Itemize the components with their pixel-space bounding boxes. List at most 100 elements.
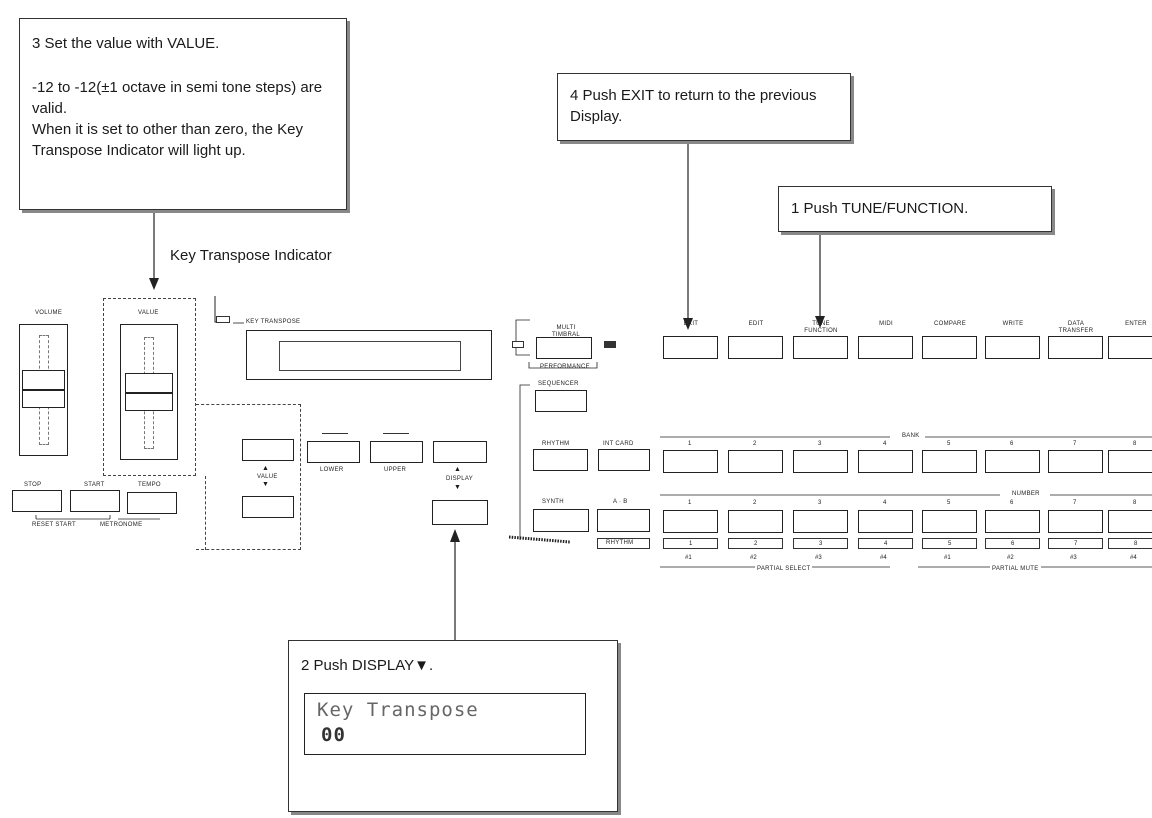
rhythm-label: RHYTHM xyxy=(542,441,570,447)
bank-2-button[interactable] xyxy=(728,450,783,473)
value-button-highlight xyxy=(196,404,301,550)
partial-7-button[interactable]: 7 xyxy=(1048,538,1103,549)
partial-5-button[interactable]: 5 xyxy=(922,538,977,549)
rhythm-button[interactable] xyxy=(533,449,588,471)
top-button-label: EXIT xyxy=(683,321,699,327)
bank-number-label: 1 xyxy=(688,441,692,447)
value-highlight-box xyxy=(103,298,196,476)
bank-7-button[interactable] xyxy=(1048,450,1103,473)
rhythm-small-button[interactable]: RHYTHM xyxy=(597,538,650,549)
number-1-button[interactable] xyxy=(663,510,718,533)
callout-step1-text: 1 Push TUNE/FUNCTION. xyxy=(791,200,969,217)
bank-3-button[interactable] xyxy=(793,450,848,473)
bank-6-button[interactable] xyxy=(985,450,1040,473)
volume-knob[interactable] xyxy=(22,370,65,390)
bank-4-button[interactable] xyxy=(858,450,913,473)
sequencer-button[interactable] xyxy=(535,390,587,412)
value-slider-label: VALUE xyxy=(138,310,159,316)
write-button[interactable] xyxy=(985,336,1040,359)
reset-start-label: RESET START xyxy=(32,522,76,528)
value-up-button[interactable] xyxy=(242,439,294,461)
bank-number-label: 2 xyxy=(753,441,757,447)
multi-timbral-button[interactable] xyxy=(536,337,592,359)
number-3-button[interactable] xyxy=(793,510,848,533)
partial-1-button[interactable]: 1 xyxy=(663,538,718,549)
partial-index-label: #4 xyxy=(1130,555,1137,561)
partial-number-label: 5 xyxy=(948,541,952,547)
bank-1-button[interactable] xyxy=(663,450,718,473)
volume-label: VOLUME xyxy=(35,310,63,316)
exit-button[interactable] xyxy=(663,336,718,359)
data-transfer-button[interactable] xyxy=(1048,336,1103,359)
number-5-button[interactable] xyxy=(922,510,977,533)
partial-2-button[interactable]: 2 xyxy=(728,538,783,549)
partial-4-button[interactable]: 4 xyxy=(858,538,913,549)
synth-label: SYNTH xyxy=(542,499,564,505)
number-label: NUMBER xyxy=(1010,491,1042,497)
partial-index-label: #3 xyxy=(1070,555,1077,561)
partial-number-label: 3 xyxy=(819,541,823,547)
lower-indicator xyxy=(322,433,348,437)
top-button-label: WRITE xyxy=(1002,321,1024,327)
callout-step3-indicator-note: When it is set to other than zero, the K… xyxy=(32,121,303,159)
partial-index-label: #3 xyxy=(815,555,822,561)
tune-function-button[interactable] xyxy=(793,336,848,359)
top-button-label: DATA TRANSFER xyxy=(1058,321,1094,334)
number-2-button[interactable] xyxy=(728,510,783,533)
bank-label: BANK xyxy=(900,433,922,439)
volume-slider[interactable] xyxy=(19,324,68,456)
number-7-button[interactable] xyxy=(1048,510,1103,533)
callout-step3-title: 3 Set the value with VALUE. xyxy=(32,35,220,52)
top-button-label: EDIT xyxy=(748,321,764,327)
value-slider[interactable] xyxy=(120,324,178,460)
enter-button[interactable] xyxy=(1108,336,1152,359)
callout-step2-title: 2 Push DISPLAY▼. xyxy=(301,657,434,674)
multi-timbral-led xyxy=(512,341,524,348)
tempo-button[interactable] xyxy=(127,492,177,514)
int-card-label: INT CARD xyxy=(603,441,634,447)
number-6-button[interactable] xyxy=(985,510,1040,533)
multi-timbral-label: MULTI TIMBRAL xyxy=(551,325,581,338)
bank-5-button[interactable] xyxy=(922,450,977,473)
compare-button[interactable] xyxy=(922,336,977,359)
partial-number-label: 8 xyxy=(1134,541,1138,547)
volume-knob-lower xyxy=(22,390,65,408)
synth-button[interactable] xyxy=(533,509,589,532)
bank-number-label: 7 xyxy=(1073,441,1077,447)
bank-number-label: 3 xyxy=(818,441,822,447)
value-knob[interactable] xyxy=(125,373,173,393)
start-button[interactable] xyxy=(70,490,120,512)
lower-button[interactable] xyxy=(307,441,360,463)
value-down-button[interactable] xyxy=(242,496,294,518)
metronome-label: METRONOME xyxy=(100,522,143,528)
upper-button[interactable] xyxy=(370,441,423,463)
number-label-top: 2 xyxy=(753,500,757,506)
lcd-line-1: Key Transpose xyxy=(317,699,479,721)
number-4-button[interactable] xyxy=(858,510,913,533)
a-b-button[interactable] xyxy=(597,509,650,532)
partial-6-button[interactable]: 6 xyxy=(985,538,1040,549)
bank-number-label: 4 xyxy=(883,441,887,447)
stop-button[interactable] xyxy=(12,490,62,512)
partial-number-label: 6 xyxy=(1011,541,1015,547)
number-8-button[interactable] xyxy=(1108,510,1152,533)
a-b-label: A · B xyxy=(613,499,628,505)
lower-label: LOWER xyxy=(320,467,344,473)
key-transpose-label: KEY TRANSPOSE xyxy=(246,319,301,325)
partial-select-label: PARTIAL SELECT xyxy=(755,566,813,572)
number-label-top: 3 xyxy=(818,500,822,506)
int-card-button[interactable] xyxy=(598,449,650,471)
value-highlight-left-edge xyxy=(205,476,206,550)
partial-index-label: #4 xyxy=(880,555,887,561)
lcd-line-2: 00 xyxy=(321,724,346,746)
performance-led xyxy=(604,341,616,348)
bank-8-button[interactable] xyxy=(1108,450,1152,473)
midi-button[interactable] xyxy=(858,336,913,359)
display-up-button[interactable] xyxy=(433,441,487,463)
display-down-button[interactable] xyxy=(432,500,488,525)
number-label-top: 7 xyxy=(1073,500,1077,506)
edit-button[interactable] xyxy=(728,336,783,359)
partial-8-button[interactable]: 8 xyxy=(1108,538,1152,549)
partial-3-button[interactable]: 3 xyxy=(793,538,848,549)
key-transpose-indicator-caption: Key Transpose Indicator xyxy=(170,247,332,264)
